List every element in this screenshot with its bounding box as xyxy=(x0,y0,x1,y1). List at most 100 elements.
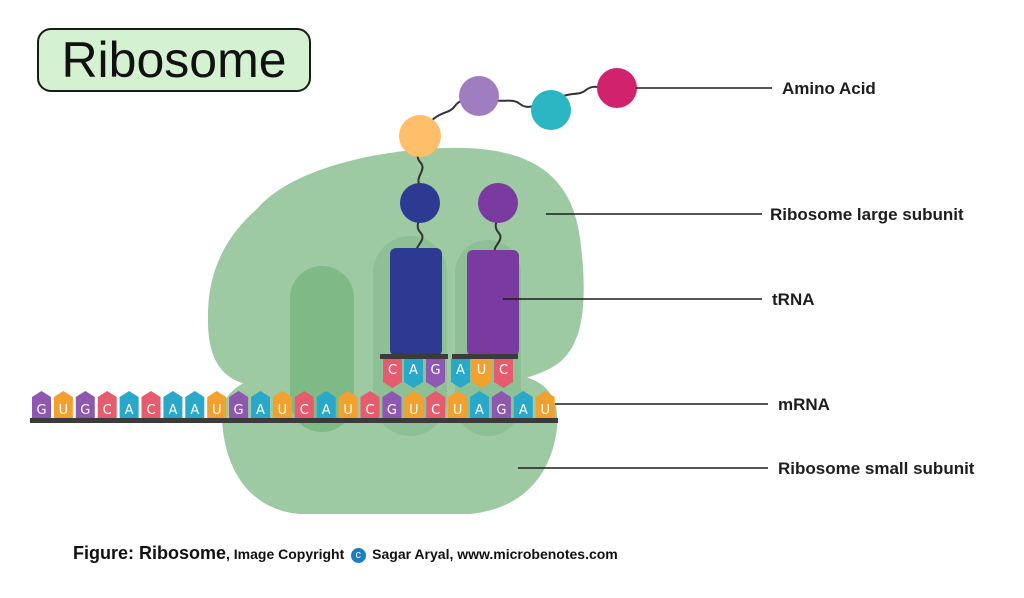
mrna-nucleotide-1: U xyxy=(53,391,73,419)
mrna-nucleotide-letter: U xyxy=(212,403,222,418)
label-large-subunit: Ribosome large subunit xyxy=(770,205,964,224)
mrna-nucleotide-letter: C xyxy=(365,403,374,418)
mrna-nucleotide-tile xyxy=(338,391,358,419)
mrna-nucleotide-18: C xyxy=(426,391,446,419)
mrna-nucleotide-tile xyxy=(229,391,249,419)
mrna-nucleotide-letter: A xyxy=(475,403,484,418)
mrna-nucleotide-15: C xyxy=(360,391,380,419)
anticodon-nucleotide-4: U xyxy=(472,359,491,388)
anticodon-nucleotide-tile xyxy=(383,359,402,388)
mrna-nucleotide-tile xyxy=(272,391,292,419)
anticodon-nucleotide-tile xyxy=(472,359,491,388)
amino-acid-magenta xyxy=(597,68,637,108)
mrna-nucleotide-tile xyxy=(404,391,424,419)
anticodon-nucleotide-tile xyxy=(494,359,513,388)
mrna-nucleotide-letter: A xyxy=(322,403,331,418)
mrna-nucleotide-tile xyxy=(75,391,95,419)
mrna-nucleotide-4: A xyxy=(119,391,139,419)
mrna-nucleotide-14: U xyxy=(338,391,358,419)
mrna-nucleotide-letter: G xyxy=(387,403,397,418)
anticodon-nucleotide-letter: G xyxy=(430,363,440,378)
trna-left-bar xyxy=(380,354,448,359)
mrna-nucleotide-tile xyxy=(185,391,205,419)
mrna-nucleotide-tile xyxy=(141,391,161,419)
anticodon-nucleotide-letter: A xyxy=(409,363,418,378)
mrna-nucleotide-letter: U xyxy=(453,403,463,418)
caption-credit: Sagar Aryal, www.microbenotes.com xyxy=(372,546,618,562)
trna-right-bar xyxy=(452,354,518,359)
copyright-icon: c xyxy=(350,548,366,563)
figure-caption: Figure: Ribosome, Image Copyright c Saga… xyxy=(73,543,618,564)
ribosome-tunnel-left xyxy=(290,266,354,432)
mrna-nucleotide-tile xyxy=(426,391,446,419)
anticodon-nucleotide-5: C xyxy=(494,359,513,388)
anticodon-nucleotide-letter: U xyxy=(477,363,487,378)
mrna-nucleotide-letter: C xyxy=(431,403,440,418)
mrna-nucleotide-letter: G xyxy=(80,403,90,418)
anticodon-nucleotide-1: A xyxy=(404,359,423,388)
mrna-nucleotide-tile xyxy=(32,391,51,419)
mrna-nucleotide-letter: C xyxy=(103,403,112,418)
anticodon-nucleotide-tile xyxy=(426,359,445,388)
mrna-nucleotide-tile xyxy=(360,391,380,419)
mrna-nucleotide-letter: U xyxy=(59,403,69,418)
mrna-nucleotide-20: A xyxy=(470,391,489,419)
mrna-nucleotide-letter: G xyxy=(496,403,506,418)
mrna-nucleotide-letter: A xyxy=(190,403,199,418)
mrna-nucleotide-9: G xyxy=(229,391,249,419)
mrna-nucleotide-letter: G xyxy=(36,403,46,418)
mrna-nucleotide-0: G xyxy=(32,391,51,419)
amino-acid-teal xyxy=(531,90,571,130)
mrna-nucleotide-letter: A xyxy=(256,403,265,418)
amino-acid-orange xyxy=(399,115,441,157)
anticodon-nucleotide-2: G xyxy=(426,359,445,388)
caption-copyright-prefix: , Image Copyright xyxy=(226,546,345,562)
label-small-subunit: Ribosome small subunit xyxy=(778,459,975,478)
trna-left-body xyxy=(390,248,442,356)
mrna-nucleotide-tile xyxy=(491,391,511,419)
label-trna: tRNA xyxy=(772,290,815,309)
page-title: Ribosome xyxy=(61,32,287,88)
mrna-nucleotide-letter: C xyxy=(146,403,155,418)
mrna-nucleotide-tile xyxy=(163,391,183,419)
anticodon-nucleotide-tile xyxy=(451,359,470,388)
caption-figure: Figure: Ribosome xyxy=(73,543,227,563)
mrna-nucleotide-2: G xyxy=(75,391,95,419)
leader-lines xyxy=(503,87,772,469)
mrna-nucleotide-22: A xyxy=(513,391,533,419)
mrna-nucleotide-3: C xyxy=(97,391,117,419)
mrna-nucleotide-tile xyxy=(470,391,489,419)
mrna-nucleotide-letter: U xyxy=(540,403,550,418)
mrna-nucleotide-5: C xyxy=(141,391,161,419)
mrna-nucleotide-6: A xyxy=(163,391,183,419)
label-mrna: mRNA xyxy=(778,395,830,414)
anticodon-nucleotide-3: A xyxy=(451,359,470,388)
mrna-nucleotide-13: A xyxy=(316,391,336,419)
title-box: Ribosome xyxy=(37,28,311,92)
anticodon-nucleotide-0: C xyxy=(383,359,402,388)
mrna-nucleotide-tile xyxy=(97,391,117,419)
mrna-nucleotide-7: A xyxy=(185,391,205,419)
amino-acid-lavender xyxy=(459,76,499,116)
mrna-nucleotide-10: A xyxy=(251,391,270,419)
mrna-nucleotide-16: G xyxy=(382,391,402,419)
mrna-nucleotide-letter: A xyxy=(168,403,177,418)
amino-acid-navy xyxy=(400,183,440,223)
amino-acid-purple xyxy=(478,183,518,223)
mrna-nucleotide-tile xyxy=(294,391,314,419)
mrna-nucleotide-letter: C xyxy=(300,403,309,418)
anticodon-nucleotide-letter: A xyxy=(456,363,465,378)
mrna-nucleotide-12: C xyxy=(294,391,314,419)
mrna-nucleotide-letter: U xyxy=(278,403,288,418)
mrna-nucleotide-tile xyxy=(207,391,227,419)
mrna-nucleotide-letter: G xyxy=(234,403,244,418)
mrna-nucleotide-tile xyxy=(316,391,336,419)
anticodon-nucleotide-letter: C xyxy=(499,363,508,378)
mrna-nucleotide-17: U xyxy=(404,391,424,419)
mrna-nucleotide-tile xyxy=(119,391,139,419)
mrna-nucleotide-tile xyxy=(382,391,402,419)
mrna-nucleotide-letter: A xyxy=(519,403,528,418)
mrna-nucleotide-letter: A xyxy=(125,403,134,418)
